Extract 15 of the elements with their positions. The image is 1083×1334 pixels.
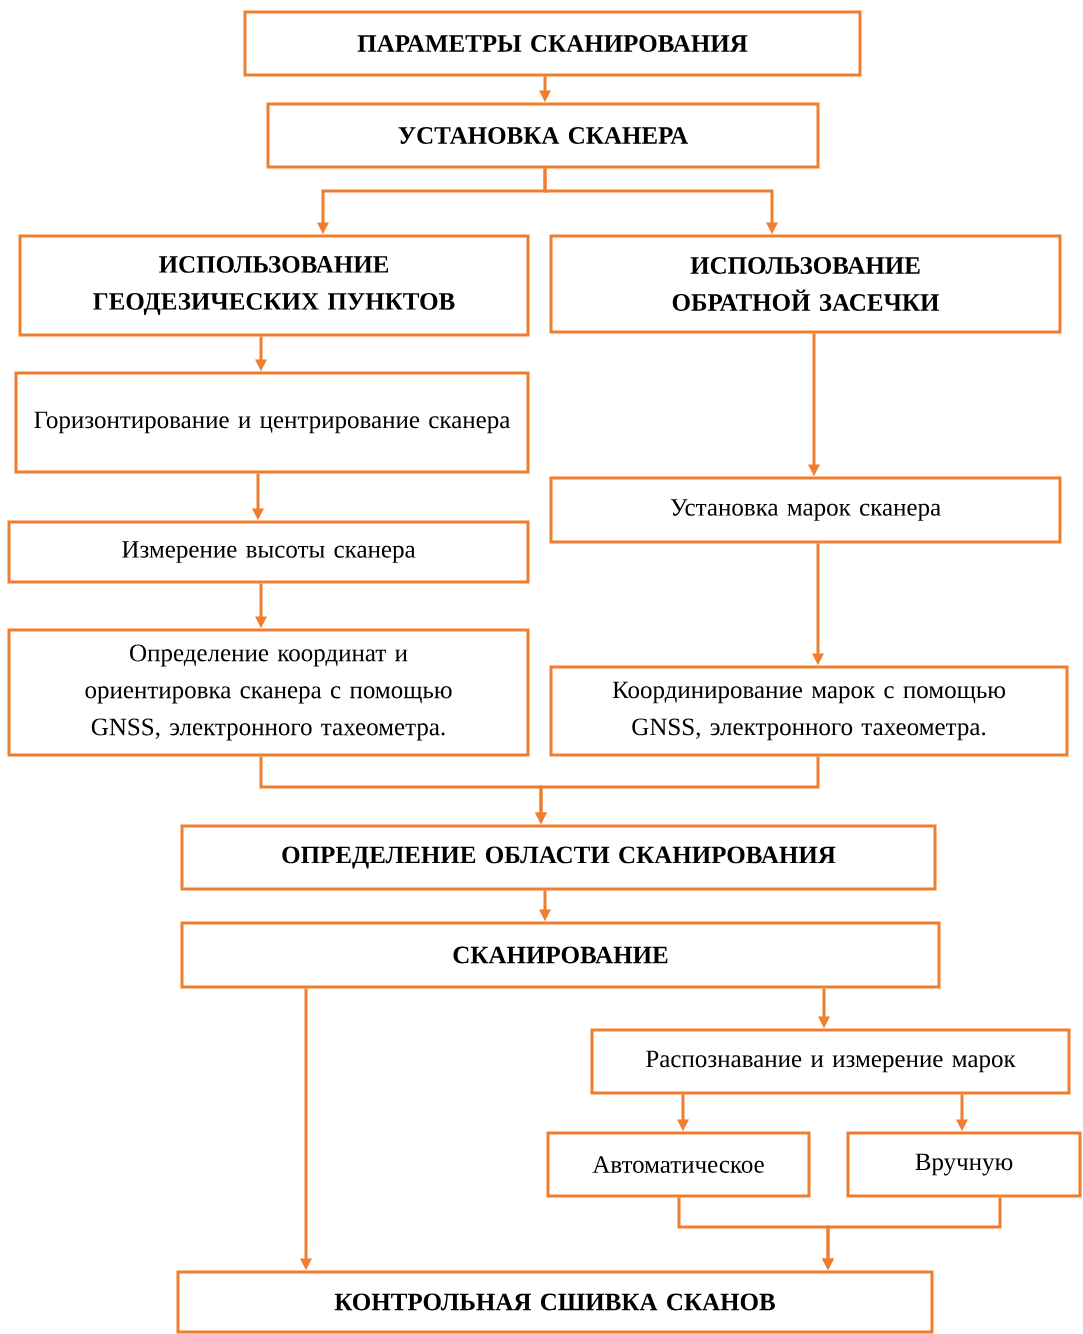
process-box: Координирование марок с помощью GNSS, электронного тахеометра. [549,665,1069,757]
process-box: Автоматическое [546,1131,811,1198]
process-box: СКАНИРОВАНИЕ [180,921,941,989]
process-box: УСТАНОВКА СКАНЕРА [266,102,820,169]
process-box: Установка марок сканера [549,476,1062,544]
process-box: ПАРАМЕТРЫ СКАНИРОВАНИЯ [243,10,862,77]
process-box: Измерение высоты сканера [7,520,530,584]
process-box: ИСПОЛЬЗОВАНИЕ ГЕОДЕЗИЧЕСКИХ ПУНКТОВ [18,234,530,337]
process-box: Горизонтирование и центрирование сканера [14,371,530,474]
process-box: Определение координат и ориентировка сканера с помощью GNSS, электронного тахеометра. [7,628,530,757]
process-box: ИСПОЛЬЗОВАНИЕ ОБРАТНОЙ ЗАСЕЧКИ [549,234,1062,334]
process-box: Вручную [846,1131,1082,1198]
process-box: Распознавание и измерение марок [590,1028,1071,1095]
process-box: КОНТРОЛЬНАЯ СШИВКА СКАНОВ [176,1270,934,1334]
process-box: ОПРЕДЕЛЕНИЕ ОБЛАСТИ СКАНИРОВАНИЯ [180,824,937,891]
